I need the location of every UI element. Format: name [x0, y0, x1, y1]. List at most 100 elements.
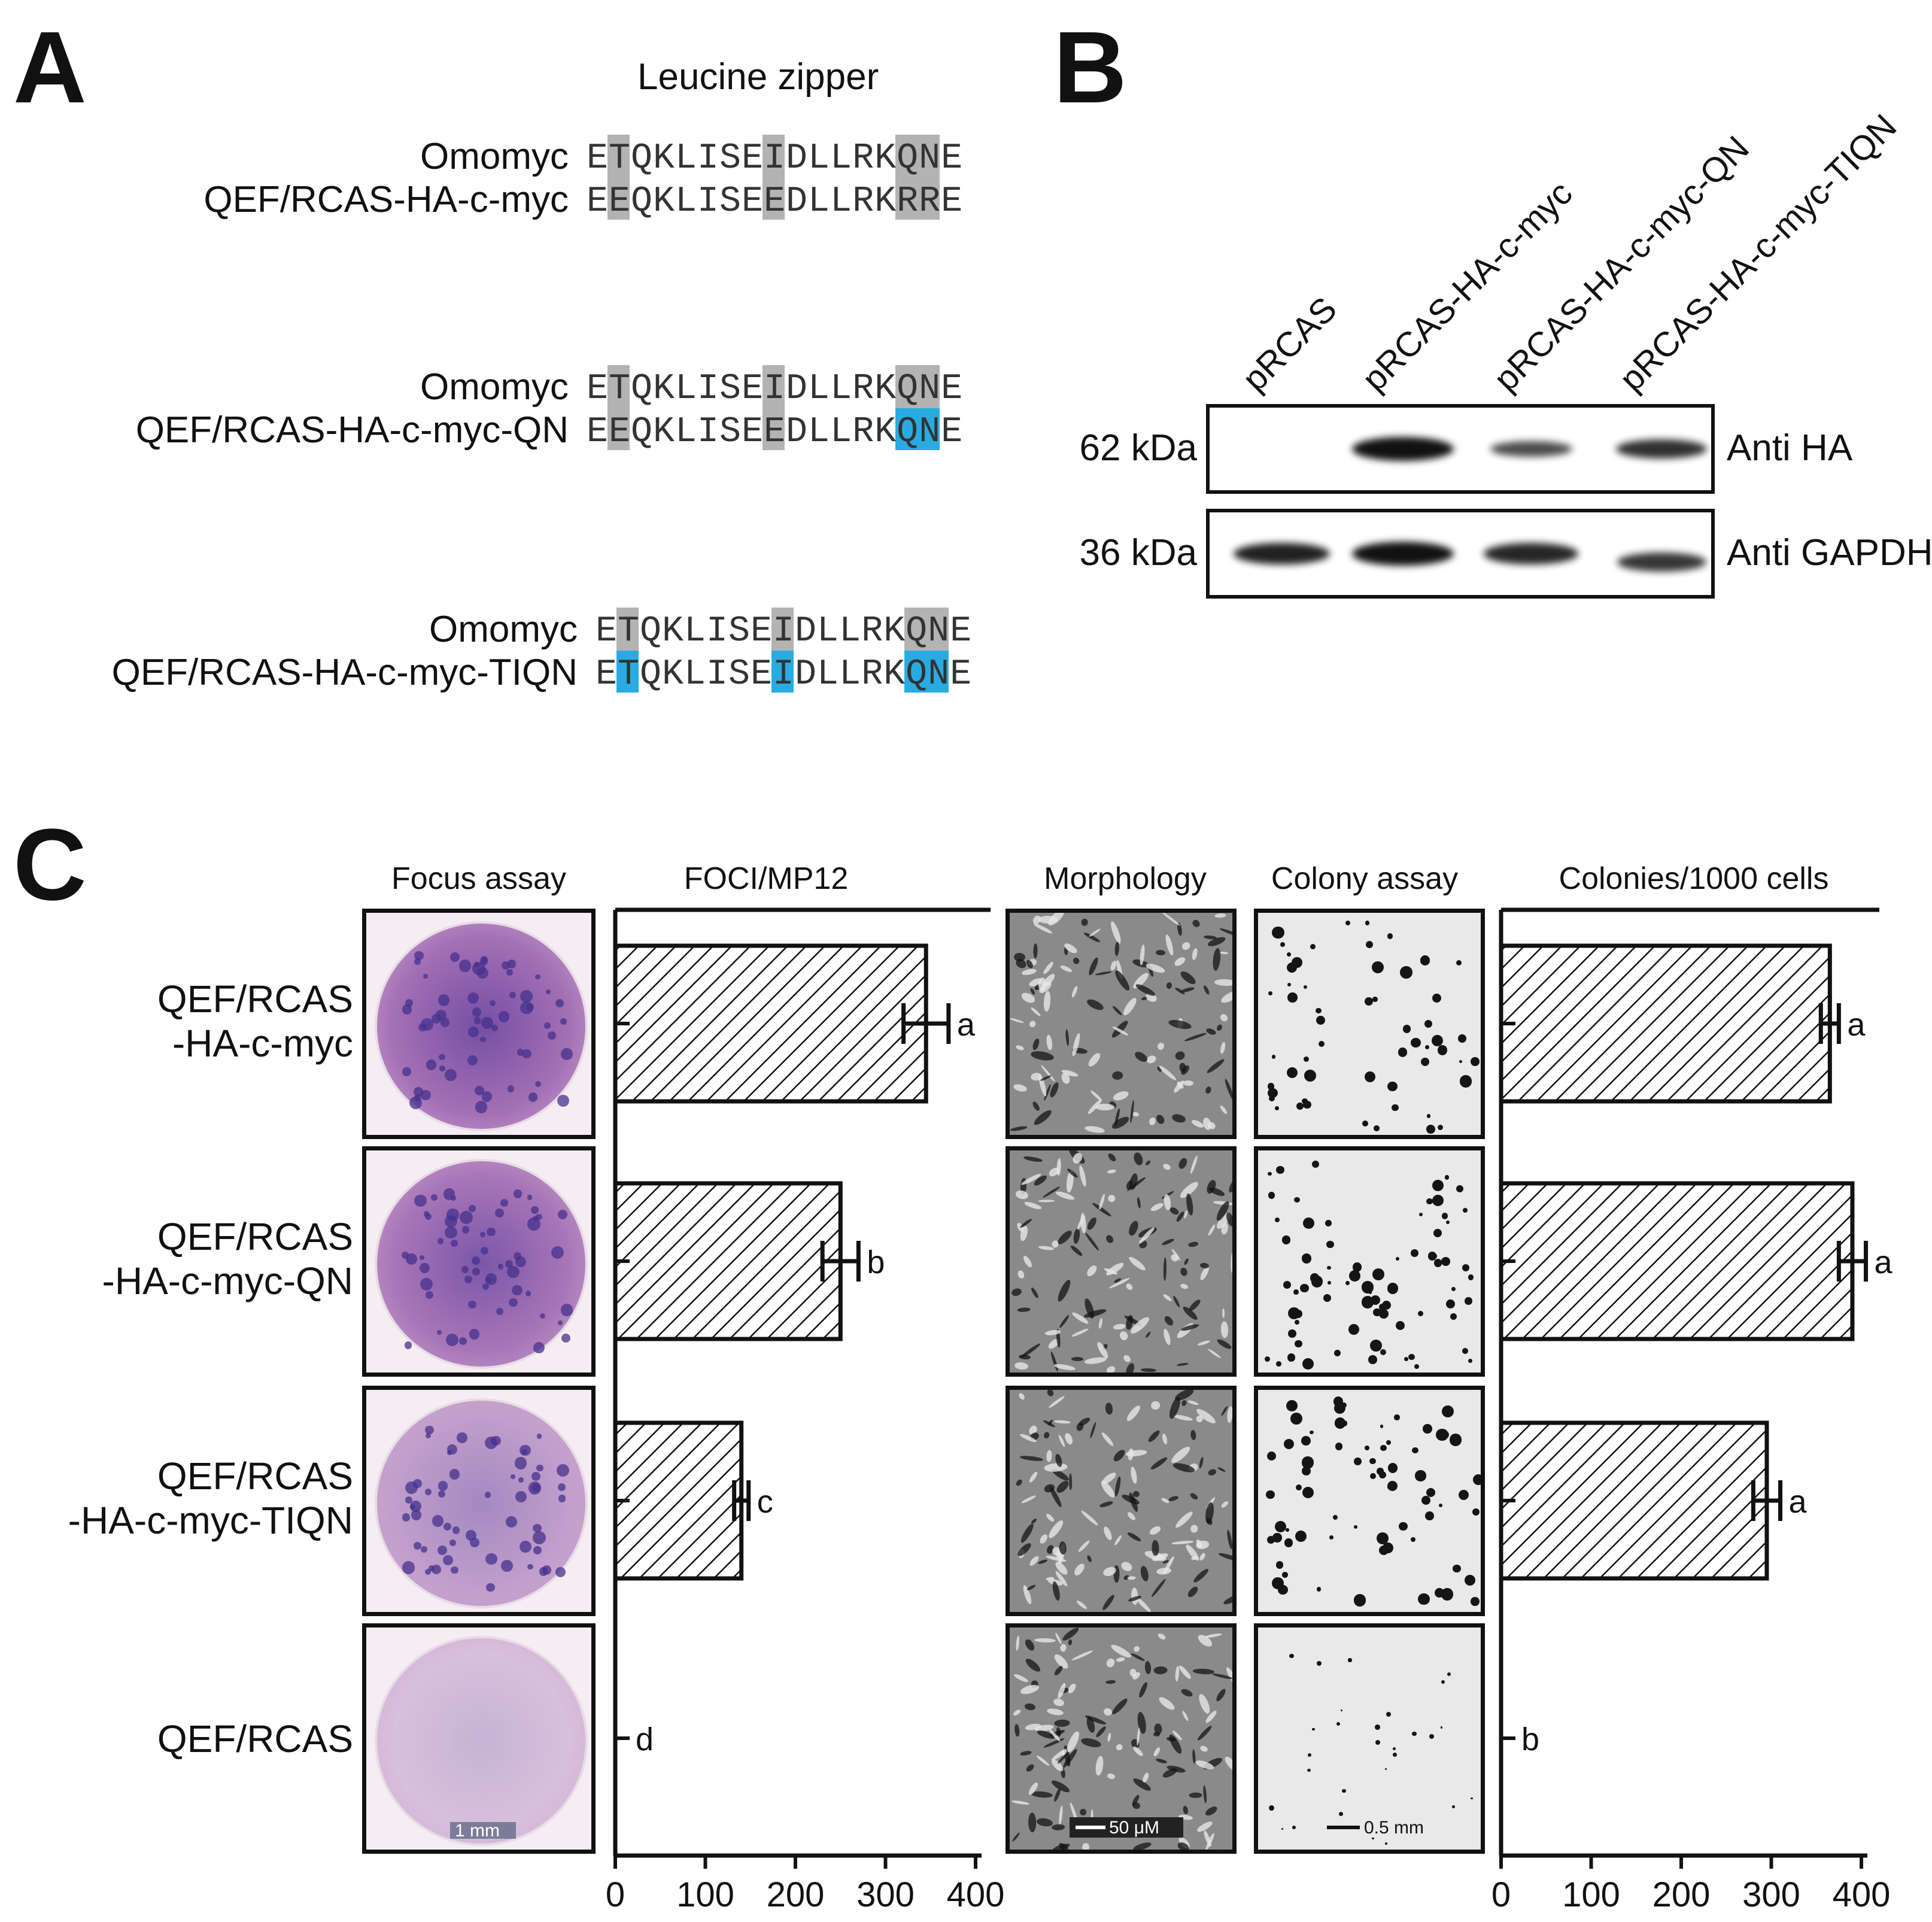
ref-label: Omomyc: [429, 609, 578, 650]
colony: [1342, 1789, 1346, 1793]
colony: [1362, 1120, 1369, 1127]
colony: [1353, 1594, 1366, 1607]
colony: [1302, 1466, 1311, 1475]
colony: [1287, 1067, 1298, 1078]
focus-spot: [531, 1472, 540, 1481]
colony: [1384, 1768, 1387, 1770]
ref-sequence: ETQKLISEIDLLRKQNE: [587, 138, 964, 179]
focus-spot: [558, 1483, 566, 1492]
colony: [1293, 1289, 1299, 1295]
cell-texture: [1144, 1660, 1152, 1674]
cell-texture: [1136, 1197, 1141, 1209]
row-label-line1: QEF/RCAS: [157, 1454, 353, 1498]
colony: [1272, 926, 1284, 939]
blot-membrane: [1206, 404, 1715, 494]
focus-spot: [528, 1092, 538, 1103]
cell-texture: [1080, 1736, 1102, 1749]
focus-spot: [414, 1194, 427, 1207]
focus-spot: [425, 1488, 432, 1495]
cell-texture: [1086, 1554, 1093, 1563]
colony: [1310, 944, 1316, 950]
cell-texture: [1016, 1635, 1020, 1651]
colony: [1387, 933, 1393, 939]
focus-spot: [557, 1320, 563, 1326]
colony: [1316, 1587, 1321, 1592]
colony: [1400, 966, 1413, 979]
focus-spot: [420, 1262, 430, 1274]
colony: [1281, 1827, 1284, 1830]
x-tick-label: 200: [1652, 1875, 1711, 1914]
protein-band: [1484, 543, 1578, 564]
cell-texture: [1032, 1108, 1053, 1128]
header-foci: FOCI/MP12: [684, 861, 849, 896]
scale-bar-box: 0.5 mm: [1321, 1817, 1441, 1838]
cell-texture: [1190, 948, 1199, 961]
focus-spot: [424, 1569, 431, 1575]
focus-spot: [472, 1256, 480, 1265]
significance-label: a: [1875, 1244, 1893, 1280]
focus-spot: [525, 1291, 531, 1296]
cell-texture: [1037, 1199, 1055, 1203]
cell-texture: [1011, 1832, 1021, 1843]
cell-texture: [1122, 1353, 1132, 1364]
colony: [1276, 1166, 1284, 1174]
focus-spot: [560, 1303, 573, 1316]
cell-texture: [1056, 1228, 1074, 1246]
cell-texture: [1078, 1165, 1088, 1188]
colony: [1426, 1114, 1431, 1118]
culture-dish: [375, 1398, 588, 1608]
x-tick-label: 0: [606, 1875, 625, 1914]
colony: [1423, 1424, 1432, 1434]
cell-texture: [1014, 1189, 1029, 1200]
colony: [1434, 1587, 1445, 1598]
cell-texture: [1198, 1551, 1207, 1562]
focus-spot: [494, 1209, 504, 1218]
x-tick-label: 300: [856, 1875, 915, 1914]
cell-texture: [1050, 1778, 1071, 1795]
colony: [1445, 1299, 1455, 1309]
colony: [1471, 1597, 1480, 1606]
highlight-var: [763, 178, 785, 220]
colony: [1426, 1198, 1433, 1205]
colony: [1307, 1768, 1311, 1772]
cell-texture: [1028, 1019, 1037, 1028]
cell-texture: [1111, 1071, 1123, 1080]
colony: [1456, 960, 1462, 966]
cell-texture: [1048, 1395, 1065, 1408]
cell-texture: [1127, 1575, 1136, 1580]
focus-spot: [414, 958, 421, 965]
colony: [1418, 1213, 1423, 1217]
colony: [1268, 1192, 1275, 1199]
header-colonies: Colonies/1000 cells: [1559, 861, 1829, 896]
highlight-ref: [926, 608, 949, 653]
scale-bar-box: 50 μM: [1070, 1817, 1183, 1838]
focus-spot: [437, 1329, 442, 1335]
cell-texture: [1214, 1687, 1228, 1702]
focus-spot: [489, 1000, 496, 1006]
cell-texture: [1219, 951, 1228, 955]
focus-spot: [481, 1091, 493, 1102]
focus-spot: [485, 1492, 491, 1498]
focus-spot: [468, 1026, 479, 1037]
cell-texture: [1010, 1017, 1024, 1024]
colony: [1465, 1297, 1472, 1305]
cell-texture: [1189, 1492, 1199, 1501]
focus-spot: [414, 951, 424, 961]
highlight-ref: [607, 135, 630, 180]
focus-spot: [461, 1266, 469, 1274]
ref-label: Omomyc: [420, 366, 569, 408]
cell-texture: [1033, 943, 1038, 958]
colony: [1307, 1753, 1311, 1757]
colony: [1395, 1256, 1400, 1261]
colony: [1365, 940, 1373, 949]
cell-texture: [1127, 1255, 1147, 1273]
protein-band: [1616, 439, 1707, 459]
colony: [1392, 1104, 1399, 1112]
colony: [1316, 1660, 1322, 1666]
antibody-label: Anti HA: [1727, 427, 1853, 469]
focus-spot: [486, 1227, 496, 1237]
cell-texture: [1161, 1433, 1168, 1444]
cell-texture: [1202, 984, 1211, 996]
cell-texture: [1032, 1100, 1041, 1112]
cell-texture: [1183, 1258, 1189, 1266]
